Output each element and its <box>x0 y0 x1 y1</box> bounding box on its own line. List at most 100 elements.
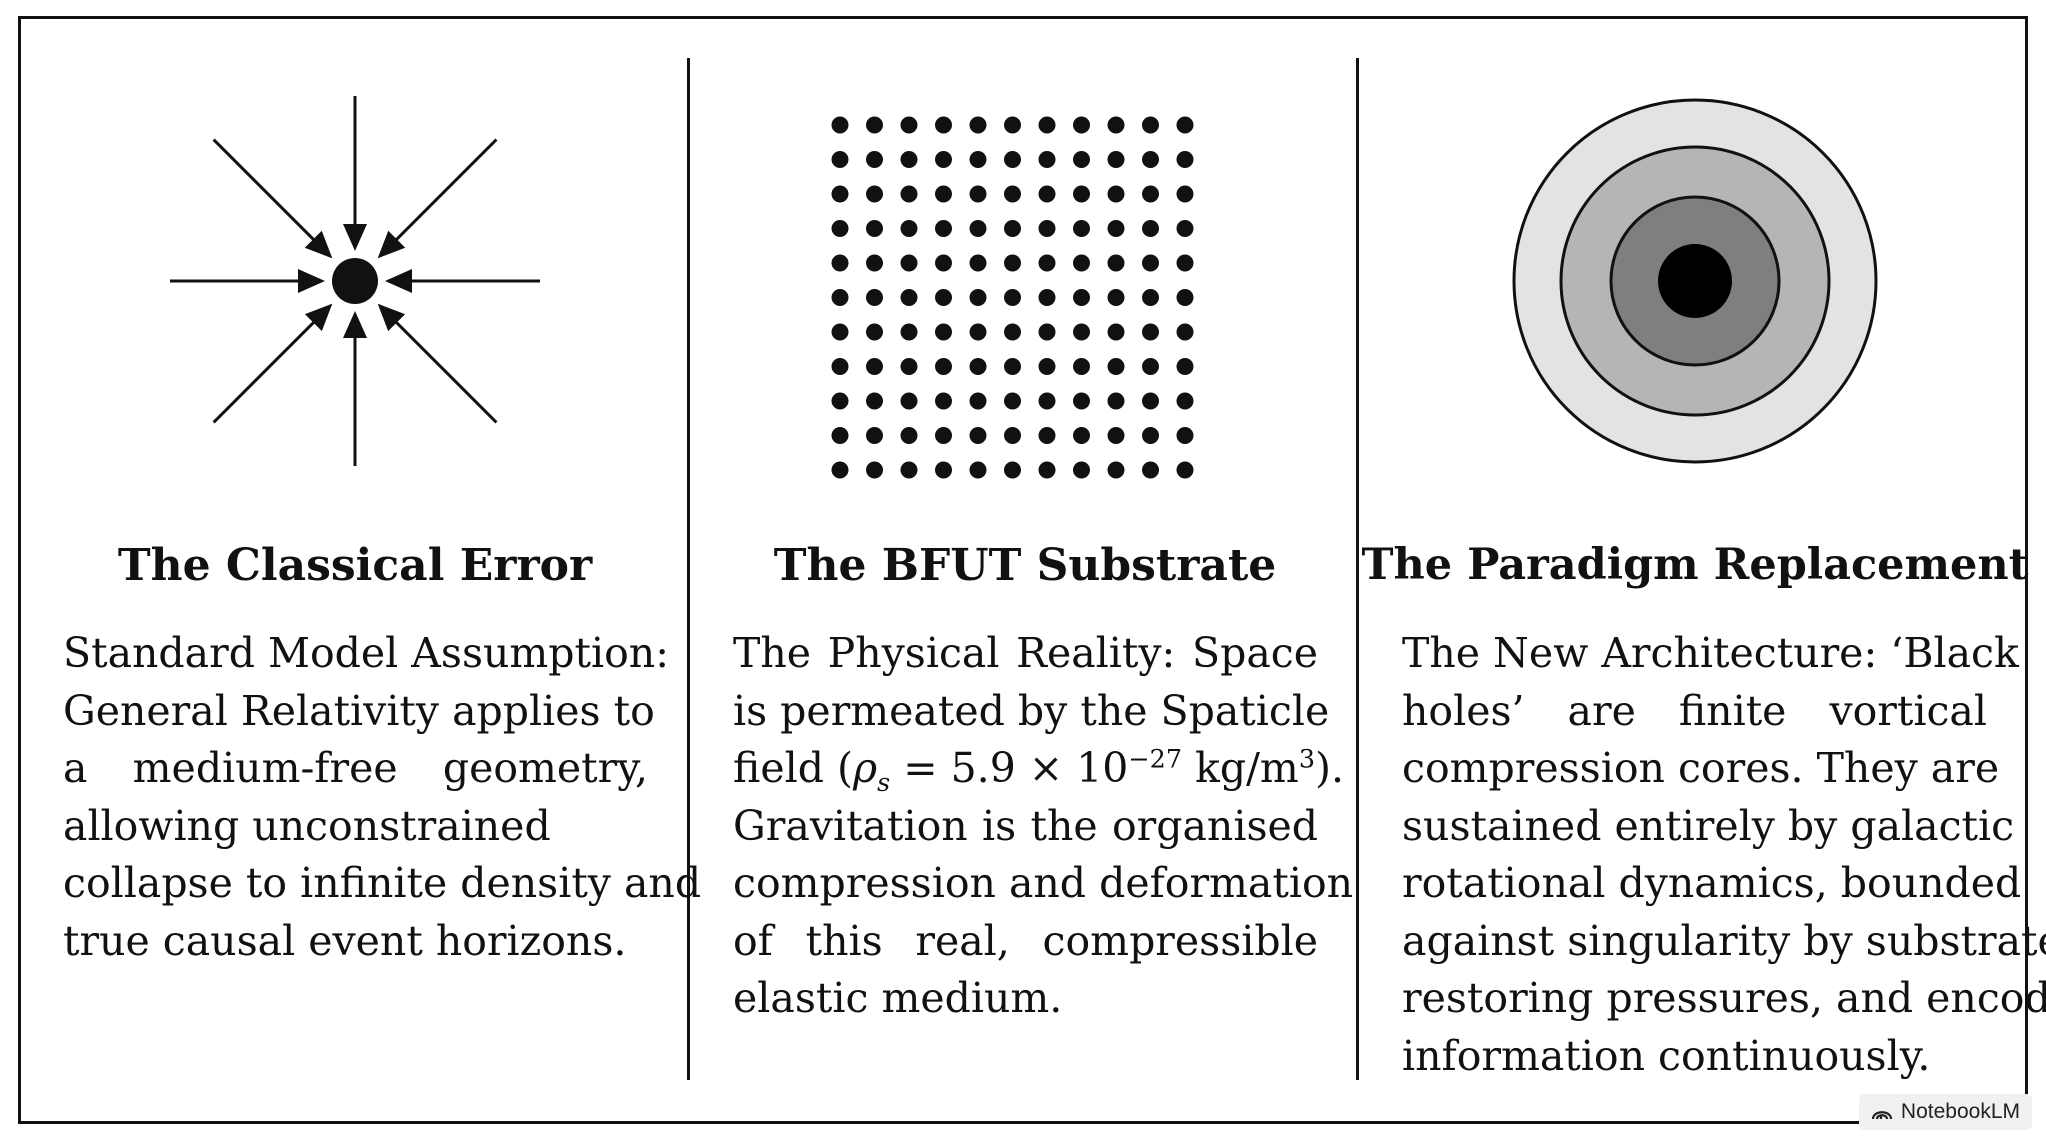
body-line: elastic medium. <box>733 974 1063 1022</box>
grid-dot <box>935 461 952 479</box>
grid-dot <box>1176 461 1194 479</box>
grid-dot <box>935 151 952 168</box>
grid-dot <box>1176 289 1194 306</box>
grid-dot <box>969 427 987 444</box>
grid-dot <box>1107 254 1125 272</box>
grid-dot <box>1038 254 1056 272</box>
body-line: allowing unconstrained <box>63 801 551 850</box>
grid-dot <box>1142 220 1159 237</box>
grid-dot <box>1004 323 1021 341</box>
grid-dot <box>866 116 883 134</box>
panel-body: Standard Model Assumption: General Relat… <box>63 625 701 970</box>
grid-dot <box>1004 461 1021 479</box>
converging-arrow <box>212 138 333 259</box>
grid-dot <box>900 185 918 203</box>
grid-dot <box>1142 427 1159 444</box>
grid-dot <box>900 220 918 237</box>
grid-dot <box>1004 185 1021 203</box>
density-formula-line: field (ρs = 5.9 × 10−27 kg/m3). <box>733 740 1344 798</box>
grid-dot <box>1107 358 1125 375</box>
grid-dot <box>1073 461 1090 479</box>
formula-suffix: ). <box>1315 744 1345 792</box>
notebooklm-logo-icon <box>1871 1111 1893 1120</box>
panel-body: The New Architecture: ‘Black holes’ are … <box>1402 625 2046 1085</box>
grid-dot <box>1176 116 1194 134</box>
grid-dot <box>866 323 883 341</box>
grid-dot <box>1038 289 1056 306</box>
grid-dot <box>900 116 918 134</box>
grid-dot <box>1107 116 1125 134</box>
grid-dot <box>1038 427 1056 444</box>
grid-dot <box>1176 185 1194 203</box>
grid-dot <box>866 185 883 203</box>
body-line: holes’ are finite vortical <box>1402 686 1987 735</box>
grid-dot <box>1142 116 1159 134</box>
body-line: compression and deformation <box>733 859 1354 907</box>
grid-dot <box>1142 289 1159 306</box>
formula-exponent: −27 <box>1128 743 1182 774</box>
grid-dot <box>969 254 987 272</box>
grid-dot <box>1107 220 1125 237</box>
grid-dot <box>831 392 849 410</box>
panel-classical-error: The Classical Error Standard Model Assum… <box>20 0 701 1130</box>
grid-dot <box>1176 427 1194 444</box>
grid-dot <box>1107 151 1125 168</box>
grid-dot <box>1107 185 1125 203</box>
grid-dot <box>900 461 918 479</box>
grid-dot <box>1004 254 1021 272</box>
grid-dot <box>1142 254 1159 272</box>
dot-grid-icon <box>831 116 1194 479</box>
core <box>1658 244 1732 318</box>
converging-arrow <box>212 303 333 424</box>
grid-dot <box>1038 323 1056 341</box>
column-divider-1 <box>687 58 690 1080</box>
grid-dot <box>969 185 987 203</box>
grid-dot <box>866 151 883 168</box>
grid-dot <box>935 358 952 375</box>
grid-dot <box>935 116 952 134</box>
grid-dot <box>831 254 849 272</box>
body-line: General Relativity applies to <box>63 686 655 735</box>
grid-dot <box>935 427 952 444</box>
body-line: a medium-free geometry, <box>63 744 648 792</box>
grid-dot <box>969 151 987 168</box>
grid-dot <box>1073 358 1090 375</box>
body-line: The Physical Reality: Space <box>733 629 1318 677</box>
grid-dot <box>1142 185 1159 203</box>
panel-body: The Physical Reality: Space is permeated… <box>733 625 1354 1028</box>
grid-dot <box>831 461 849 479</box>
grid-dot <box>969 461 987 479</box>
grid-dot <box>900 289 918 306</box>
body-line: Standard Model Assumption: <box>63 629 670 677</box>
grid-dot <box>1176 254 1194 272</box>
grid-dot <box>935 254 952 272</box>
grid-dot <box>1073 323 1090 341</box>
converging-arrows-icon <box>170 96 540 466</box>
column-divider-2 <box>1356 58 1359 1080</box>
body-line: of this real, compressible <box>733 916 1318 965</box>
grid-dot <box>1038 461 1056 479</box>
body-line: sustained entirely by galactic <box>1402 801 2015 850</box>
grid-dot <box>1107 427 1125 444</box>
grid-dot <box>1073 116 1090 134</box>
grid-dot <box>1038 220 1056 237</box>
grid-dot <box>1142 461 1159 479</box>
notebooklm-badge: NotebookLM <box>1858 1094 2032 1130</box>
panel-title: The Paradigm Replacement <box>1361 540 2029 590</box>
formula-subscript: s <box>877 767 891 798</box>
grid-dot <box>900 427 918 444</box>
grid-dot <box>935 289 952 306</box>
grid-dot <box>831 220 849 237</box>
grid-dot <box>1038 185 1056 203</box>
grid-dot <box>1107 289 1125 306</box>
body-line: information continuously. <box>1402 1031 1931 1080</box>
formula-unit: kg/m <box>1182 744 1299 792</box>
grid-dot <box>1004 289 1021 306</box>
grid-dot <box>1176 358 1194 375</box>
grid-dot <box>1073 392 1090 410</box>
formula-prefix: field ( <box>733 744 853 792</box>
grid-dot <box>900 358 918 375</box>
panel-title: The BFUT Substrate <box>773 540 1277 591</box>
grid-dot <box>1073 254 1090 272</box>
body-line: true causal event horizons. <box>63 916 627 965</box>
